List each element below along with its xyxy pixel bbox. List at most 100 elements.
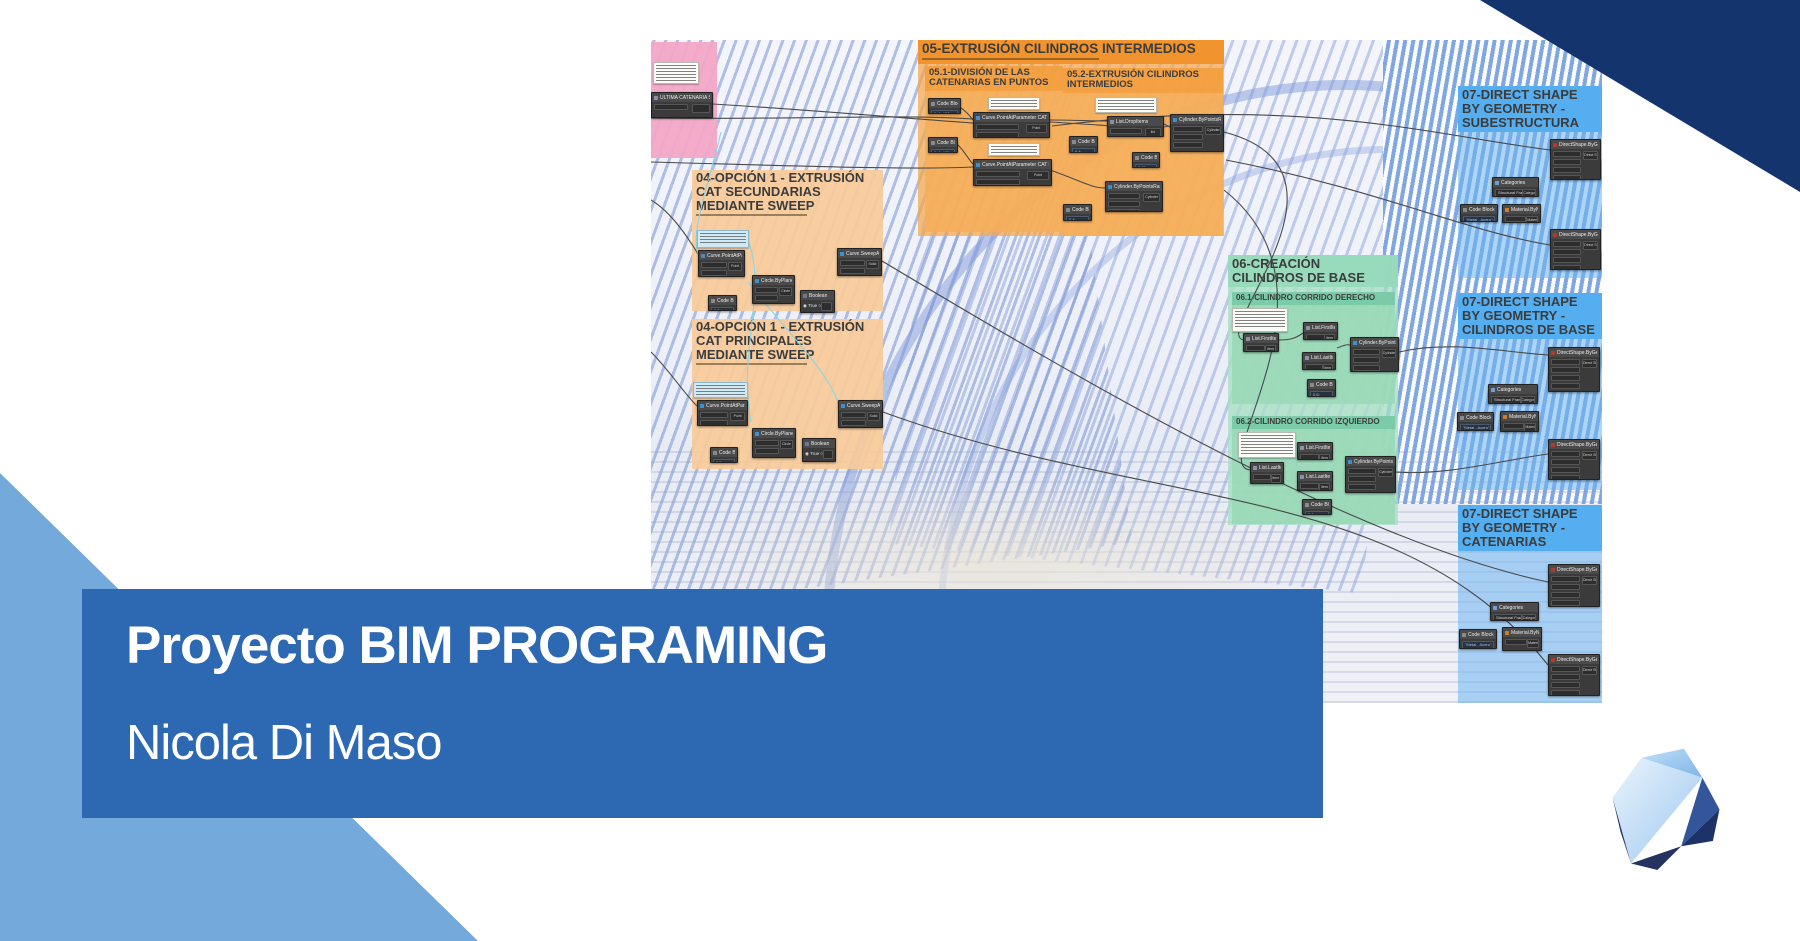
node-body: Solid <box>838 258 881 275</box>
node-header: Curve.PointAtParameter CAT SECUNDARIAS <box>974 113 1049 122</box>
node-boolean: Boolean ◉ True ○ False <box>800 290 835 313</box>
code-block-value: 0.6; <box>1305 511 1329 514</box>
node-code-block: Code Block0.5; <box>710 447 738 463</box>
input-port <box>1306 334 1325 339</box>
node-header: Curve.SweepAsSolid <box>839 401 882 410</box>
node-header: Code Block <box>929 99 960 108</box>
input-port <box>1551 459 1580 465</box>
input-port <box>1551 475 1580 479</box>
group-title: 06.1-CILINDRO CORRIDO DERECHO <box>1236 293 1376 302</box>
node-cylinder-bypointsradius: Cylinder.ByPointsRadiusCylinder <box>1170 114 1224 152</box>
note-text-lines <box>696 385 745 395</box>
list-icon <box>1246 336 1250 341</box>
note-text-lines <box>656 65 696 81</box>
input-port <box>1551 584 1580 590</box>
code-block-icon <box>1135 155 1139 160</box>
node-title: Material.ByName <box>1509 413 1536 420</box>
note-text-lines <box>991 100 1037 107</box>
input-port <box>1173 142 1203 148</box>
input-port <box>1551 592 1580 598</box>
note-text-lines <box>1098 100 1154 110</box>
node-header: DirectShape.ByGeometry <box>1549 440 1599 449</box>
node-header: Material.ByName <box>1503 628 1541 637</box>
node-title: Categories <box>1499 604 1524 611</box>
node-title: Code Block <box>937 100 958 107</box>
node-list-firstitem: List.FirstItemitem <box>1297 442 1333 460</box>
category-icon <box>1493 605 1497 610</box>
code-block-value: 0..1..#50; <box>931 110 958 113</box>
node-header: Curve.PointAtParameter <box>699 251 744 260</box>
output-port <box>821 302 832 311</box>
input-port <box>1503 423 1525 429</box>
input-port <box>1551 383 1580 389</box>
input-port <box>1505 216 1527 222</box>
output-port: item <box>1324 334 1335 339</box>
input-port <box>976 124 1020 130</box>
sticky-note <box>653 62 699 84</box>
output-port: list <box>1144 128 1161 136</box>
node-header: Code Block <box>1070 137 1097 146</box>
node-body: list <box>1108 126 1163 136</box>
group-title: 04-OPCIÓN 1 - EXTRUSIÓN CAT PRINCIPALES … <box>696 319 865 363</box>
output-port: item <box>1319 454 1330 459</box>
list-icon <box>1300 445 1304 450</box>
boolean-radio: ◉ True ○ False <box>803 303 832 308</box>
group-header: 06.2-CILINDRO CORRIDO IZQUIERDO <box>1232 416 1395 429</box>
output-port: Material <box>1526 216 1538 222</box>
input-port <box>1551 666 1580 672</box>
group-title: 05-EXTRUSIÓN CILINDROS INTERMEDIOS <box>922 41 1196 56</box>
output-port: Point <box>730 412 745 421</box>
code-block-icon <box>1460 415 1464 420</box>
geometry-icon <box>841 403 845 408</box>
node-body: Point <box>698 410 747 425</box>
node-circle-byplaneradius: Circle.ByPlaneRadiusCircle <box>752 275 795 304</box>
input-port <box>976 171 1021 177</box>
group-title: 05.1-DIVISIÓN DE LAS CATENARIAS EN PUNTO… <box>929 67 1049 89</box>
group-title: 06.2-CILINDRO CORRIDO IZQUIERDO <box>1236 417 1380 426</box>
node-code-block: Code Block0.6; <box>1302 499 1332 515</box>
node-title: Boolean <box>809 292 828 299</box>
node-title: Code Block <box>717 297 734 304</box>
node-code-block: Code Block"Metal - Acero"; <box>1460 204 1498 222</box>
node-body: Cylinder <box>1346 466 1395 492</box>
input-port <box>755 287 779 293</box>
node-header: Circle.ByPlaneRadius <box>753 276 794 285</box>
input-port <box>1300 483 1320 489</box>
input-port <box>1173 126 1203 132</box>
output-port: Category <box>1521 614 1536 620</box>
node-title: Cylinder.ByPointsRadius <box>1114 183 1160 190</box>
node-curve-pointatparameter-cat-principales: Curve.PointAtParameter CAT PRINCIPALESPo… <box>973 159 1052 186</box>
node-header: List.LastItem <box>1303 353 1335 362</box>
node-title: Curve.SweepAsSolid <box>847 402 880 409</box>
group-header: 07-DIRECT SHAPE BY GEOMETRY - SUBESTRUCT… <box>1458 86 1602 133</box>
output-port: item <box>1319 483 1330 490</box>
output-port: Solid <box>865 260 879 269</box>
node-title: List.DropItems <box>1116 118 1149 125</box>
output-port: Direct Shape <box>1583 241 1598 250</box>
node-header: DirectShape.ByGeometry <box>1549 565 1599 574</box>
revit-icon <box>1551 442 1555 447</box>
node-body: item <box>1298 481 1332 490</box>
node-header: DirectShape.ByGeometry <box>1549 348 1599 357</box>
note-text-lines <box>1235 311 1285 329</box>
input-port <box>700 412 729 418</box>
node-body: 0.5; <box>709 305 736 310</box>
node-title: Code Block <box>1141 154 1157 161</box>
node-body: Direct Shape <box>1549 574 1599 606</box>
geometry-icon <box>700 403 704 408</box>
input-port <box>1551 576 1580 582</box>
node-body: Material <box>1501 421 1538 431</box>
node-boolean: Boolean◉ True ○ False <box>802 438 836 462</box>
output-port: Direct Shape <box>1582 666 1597 675</box>
input-port <box>1551 367 1580 373</box>
input-port <box>1551 467 1580 473</box>
input-port <box>701 270 727 276</box>
node-list-lastitem: List.LastItemitem <box>1250 462 1284 484</box>
node-title: List.FirstItem <box>1312 324 1335 331</box>
output-port: Category <box>1522 189 1536 196</box>
input-port <box>1505 639 1527 645</box>
node-body: Material <box>1503 214 1540 222</box>
node-directshape-bygeometry: DirectShape.ByGeometryDirect Shape <box>1550 229 1601 270</box>
node-icon <box>805 441 809 446</box>
node-body: Point <box>699 260 744 276</box>
